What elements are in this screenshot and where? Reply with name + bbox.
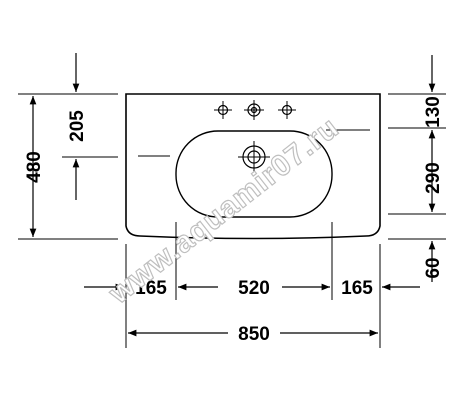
bottom-extension-lines [125,222,381,348]
tap-hole-right-icon [278,101,296,119]
tap-hole-center-icon [244,100,264,120]
dim-overall-height-label: 480 [24,151,45,183]
drain-icon [238,141,270,173]
dim-top-to-taphole: 205 [62,53,118,200]
dim-bottom-band-label: 60 [423,257,444,278]
dim-bowl-zone-label: 290 [423,162,444,194]
dim-overall-width-label: 850 [238,324,270,345]
dim-top-to-taphole-label: 205 [67,110,88,142]
dim-right-offset-label: 165 [341,278,373,299]
dim-middle-span-label: 520 [238,278,270,299]
dim-right-stack [388,55,446,282]
dim-overall-height: 480 [18,93,118,240]
dim-top-band-label: 130 [423,96,444,128]
bowl-outline [175,130,333,218]
dim-left-offset-label: 165 [135,278,167,299]
tap-hole-left-icon [214,101,232,119]
